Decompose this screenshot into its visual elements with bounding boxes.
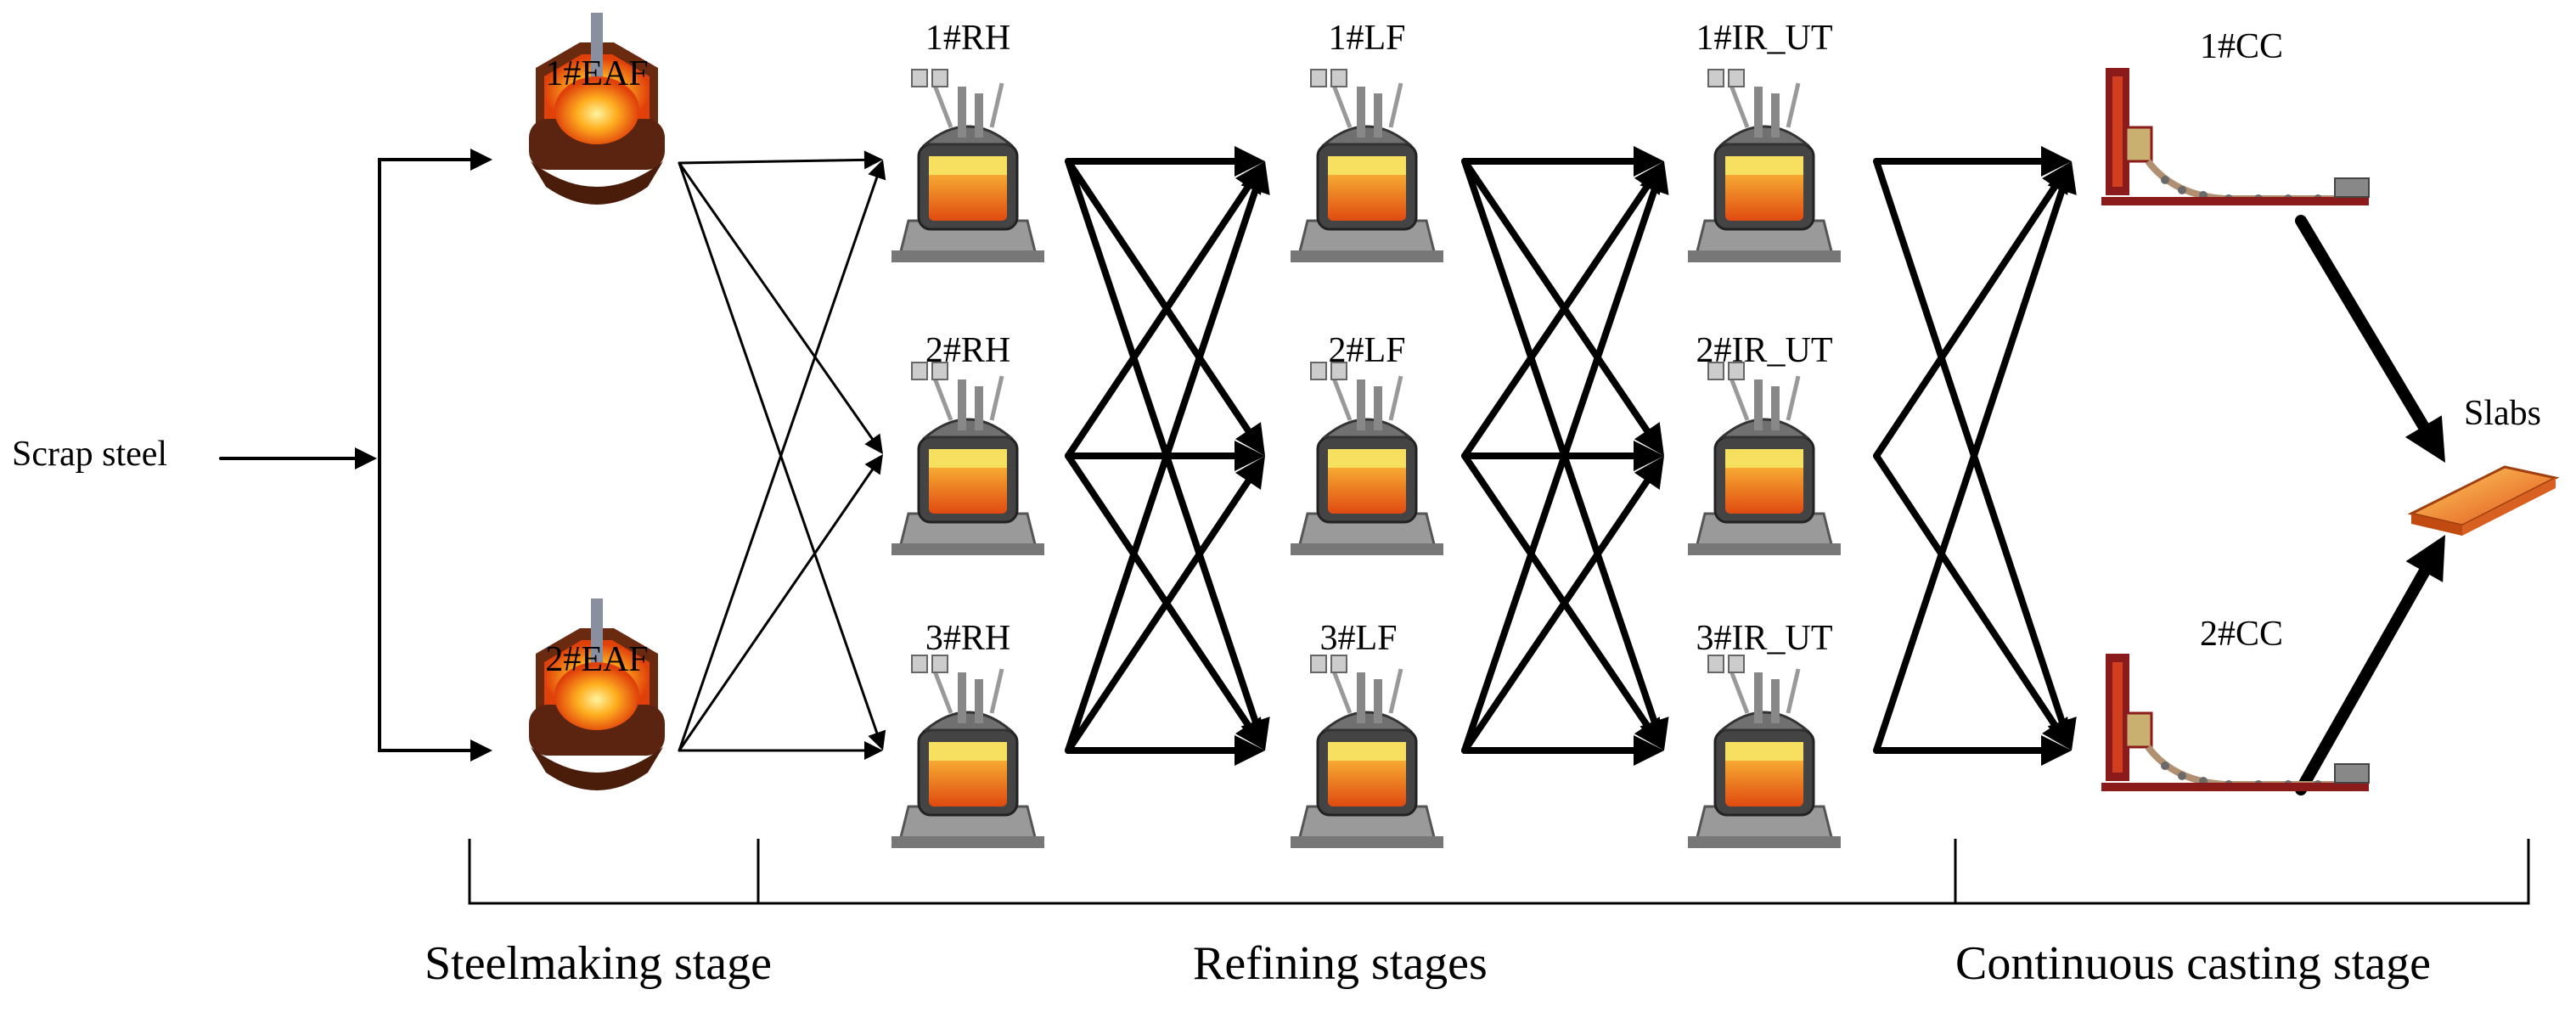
label-cc2: 2#CC	[2200, 615, 2283, 654]
edge-eaf2-to-rh2	[678, 454, 883, 752]
label-lf2: 2#LF	[1328, 331, 1405, 370]
edge-eaf1-to-rh2	[678, 161, 883, 454]
lf3-icon	[1291, 655, 1443, 848]
label-eaf1: 1#EAF	[545, 54, 648, 93]
edge-ir3-to-cc2	[1873, 735, 2072, 766]
edge-rh3-to-lf3	[1065, 735, 1265, 766]
edge-eaf1-to-rh3	[678, 161, 886, 750]
cc2-icon	[2101, 654, 2369, 791]
edge-ir2-to-cc2	[1873, 452, 2072, 750]
label-eaf2: 2#EAF	[545, 640, 648, 679]
rh3-icon	[891, 655, 1044, 848]
edge-rh2-to-lf2	[1065, 441, 1265, 471]
eaf1-icon	[529, 13, 665, 205]
edge-feed-to-eaf1	[378, 149, 492, 171]
edge-rh1-to-lf1	[1065, 146, 1265, 177]
unit-labels: 1#EAF 2#EAF 1#RH 2#RH 3#RH 1#LF 2#LF 3#LF 1#IR_U…	[545, 19, 2283, 679]
edge-lf3-to-ir3	[1461, 735, 1664, 766]
label-cc1: 1#CC	[2200, 27, 2283, 66]
eaf2-icon	[529, 599, 665, 790]
stage-label-steelmaking: Steelmaking stage	[425, 937, 772, 990]
label-rh1: 1#RH	[925, 19, 1010, 58]
rh2-icon	[891, 363, 1044, 555]
label-rh3: 3#RH	[925, 619, 1010, 658]
edge-lf2-to-ir2	[1461, 441, 1664, 471]
edge-ir3-to-cc1	[1873, 161, 2077, 754]
edge-ir1-to-cc1	[1873, 146, 2072, 177]
label-ir2: 2#IR_UT	[1696, 331, 1833, 370]
label-ir3: 3#IR_UT	[1696, 619, 1833, 658]
ir2-icon	[1688, 363, 1841, 555]
edge-cc1-to-slabs	[2295, 215, 2445, 463]
edge-rh3-to-lf2	[1065, 456, 1265, 754]
edge-lf3-to-ir1	[1461, 161, 1669, 754]
label-lf1: 1#LF	[1328, 19, 1405, 58]
edge-scrap-to-feed	[219, 447, 377, 469]
edge-rh3-to-lf1	[1065, 161, 1270, 754]
edge-ir2-to-cc1	[1873, 161, 2072, 459]
edge-lf3-to-ir2	[1461, 456, 1664, 754]
input-label-scrap-steel: Scrap steel	[12, 435, 167, 474]
edge-eaf1-to-rh1	[678, 150, 883, 170]
label-lf3: 3#LF	[1319, 619, 1397, 658]
ir1-icon	[1688, 70, 1841, 262]
edge-rh2-to-lf3	[1065, 452, 1265, 750]
edge-lf1-to-ir1	[1461, 146, 1664, 177]
stage-label-refining: Refining stages	[1193, 937, 1488, 990]
edge-eaf2-to-rh1	[678, 160, 886, 752]
edge-lf1-to-ir2	[1461, 158, 1664, 456]
edge-feed-to-eaf2	[378, 739, 492, 762]
lf2-icon	[1291, 363, 1443, 555]
ir3-icon	[1688, 655, 1841, 848]
equipment-icons	[529, 13, 2560, 848]
lf1-icon	[1291, 70, 1443, 262]
edge-cc2-to-slabs	[2295, 535, 2445, 795]
stage-label-casting: Continuous casting stage	[1955, 937, 2431, 990]
label-ir1: 1#IR_UT	[1696, 19, 1833, 58]
label-rh2: 2#RH	[925, 331, 1010, 370]
edge-eaf2-to-rh3	[678, 741, 883, 760]
output-label-slabs: Slabs	[2464, 394, 2541, 433]
edge-lf2-to-ir3	[1461, 452, 1664, 750]
stage-brackets	[468, 839, 2530, 905]
slab-icon	[2407, 465, 2560, 536]
rh1-icon	[891, 70, 1044, 262]
edge-rh1-to-lf2	[1065, 158, 1265, 456]
flow-edges	[219, 146, 2445, 795]
cc1-icon	[2101, 68, 2369, 205]
